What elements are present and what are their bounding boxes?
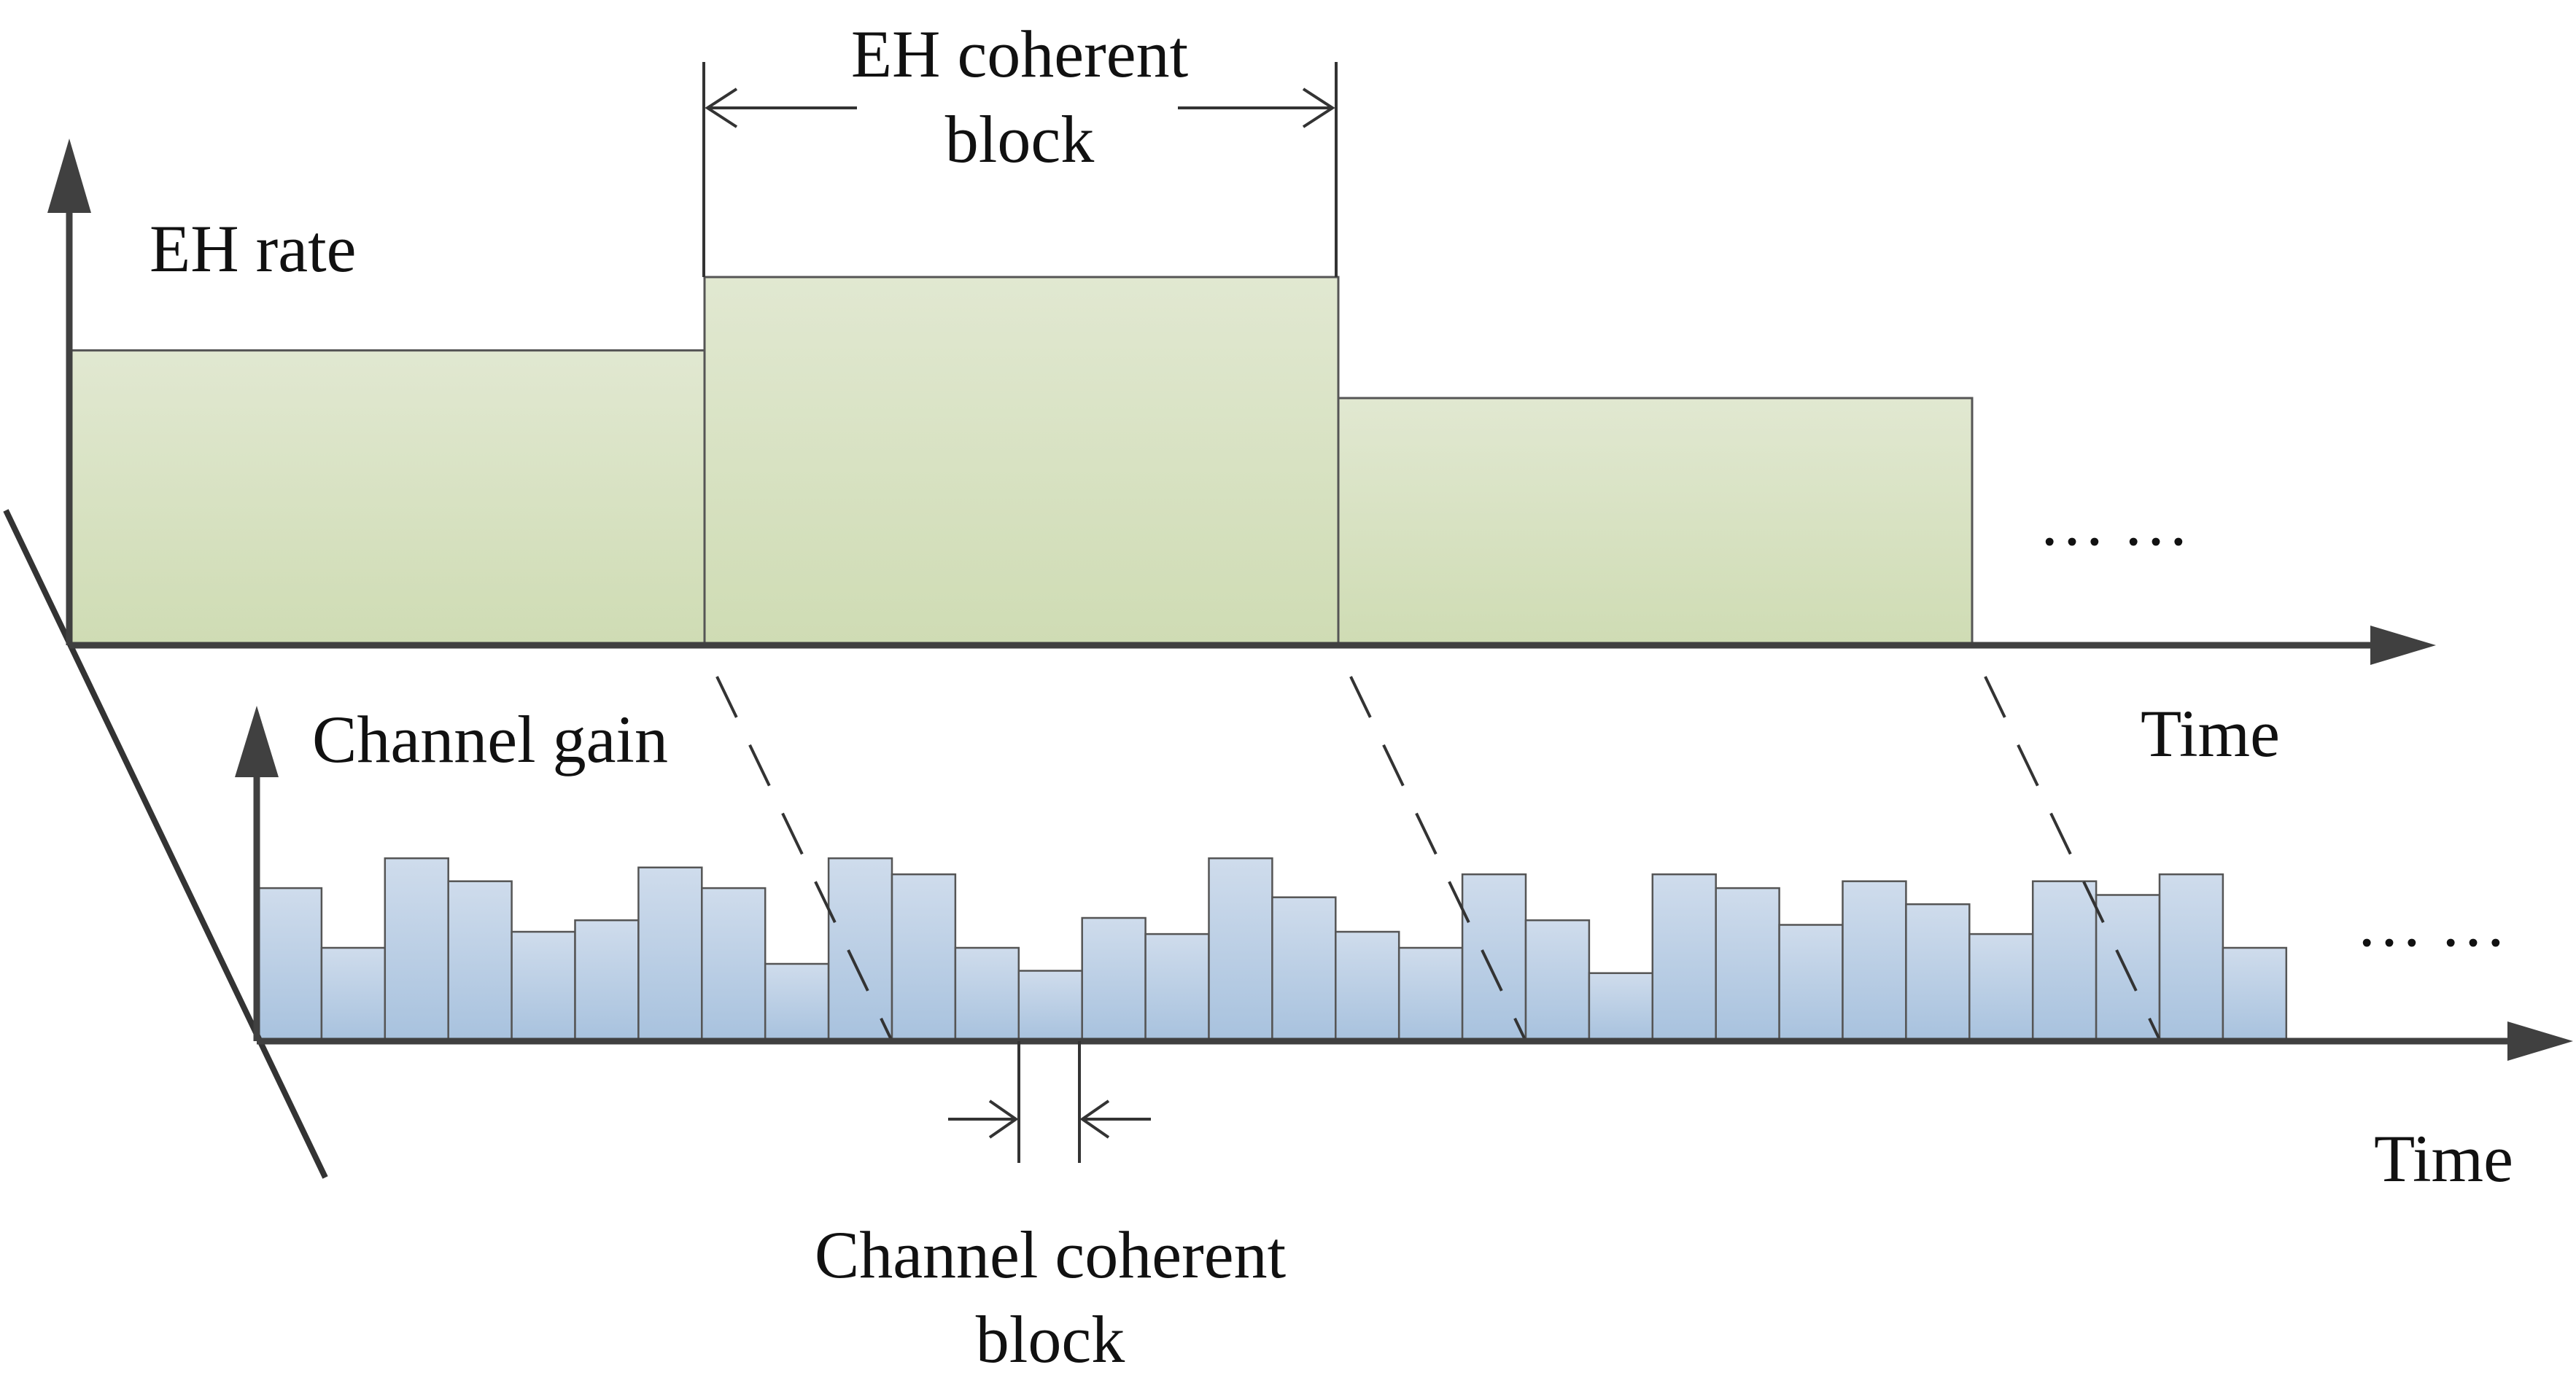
channel-gain-bar [2158, 873, 2224, 1041]
eh-marker-right-arrowhead [1302, 87, 1335, 128]
channel-gain-bar [1524, 919, 1591, 1041]
channel-gain-bar [764, 962, 830, 1041]
mapping-line-2 [1349, 676, 1527, 1042]
channel-gain-bar [1651, 873, 1717, 1041]
channel-gain-bar [1144, 933, 1210, 1041]
mapping-line-1 [715, 676, 893, 1042]
channel-gain-bar [1778, 924, 1844, 1041]
channel-gain-label: Channel gain [312, 702, 668, 776]
channel-gain-bar [891, 873, 957, 1041]
eh-time-arrowhead [2370, 626, 2436, 665]
depth-axis-line [3, 509, 328, 1179]
time-label-top: Time [2141, 696, 2280, 771]
mapping-line-3 [1984, 676, 2162, 1042]
eh-rate-label: EH rate [150, 211, 357, 286]
channel-gain-bar [1017, 970, 1083, 1041]
channel-gain-y-arrowhead [235, 706, 279, 777]
channel-gain-bar [1588, 972, 1654, 1041]
channel-gain-bar [1461, 873, 1527, 1041]
channel-gain-bar [257, 887, 323, 1041]
time-label-bottom: Time [2374, 1121, 2513, 1196]
channel-gain-bar [320, 946, 387, 1041]
channel-gain-bar [1335, 930, 1400, 1041]
channel-gain-axes [235, 706, 2573, 1061]
channel-coherent-block-label-line2: block [976, 1302, 1125, 1377]
channel-coherent-block-label-line1: Channel coherent [815, 1218, 1287, 1292]
channel-gain-bar [637, 866, 703, 1041]
ellipsis-top: … … [2038, 485, 2189, 559]
channel-gain-bar [384, 857, 449, 1041]
eh-rate-block [69, 349, 706, 645]
eh-marker-left-arrowhead [705, 87, 738, 128]
ellipsis-bottom: … … [2356, 886, 2507, 960]
channel-gain-bar [1842, 880, 1907, 1041]
eh-rate-block [1337, 397, 1974, 645]
channel-time-arrowhead [2507, 1021, 2573, 1061]
eh-coherent-block-label-line1: EH coherent [851, 17, 1189, 91]
block-boundary-mapping-lines [715, 676, 2162, 1042]
channel-gain-bar [1715, 887, 1780, 1041]
channel-gain-bar [2031, 880, 2098, 1041]
channel-gain-bar [1208, 857, 1273, 1041]
channel-gain-bar [954, 946, 1020, 1041]
channel-gain-bar [1397, 946, 1464, 1041]
channel-gain-bar [701, 887, 767, 1041]
channel-marker-right-arrowhead [1079, 1099, 1110, 1139]
eh-rate-blocks [69, 276, 1974, 645]
eh-rate-block [703, 276, 1340, 645]
channel-gain-bar [1968, 933, 2034, 1041]
channel-gain-bar [827, 857, 893, 1041]
channel-gain-bar [1905, 903, 1971, 1041]
channel-gain-bars [257, 857, 2288, 1041]
channel-gain-bar [511, 930, 576, 1041]
channel-gain-bar [2222, 946, 2288, 1041]
channel-gain-bar [1081, 916, 1147, 1041]
channel-gain-bar [447, 880, 513, 1041]
channel-gain-bar [2095, 894, 2161, 1041]
eh-coherent-block-label-line2: block [945, 102, 1094, 176]
channel-coherent-block-marker [948, 1041, 1151, 1163]
channel-gain-bar [1271, 896, 1337, 1041]
channel-marker-left-arrowhead [988, 1099, 1019, 1139]
channel-gain-bar [574, 919, 640, 1041]
eh-rate-y-arrowhead [47, 139, 91, 213]
eh-coherent-block-marker [702, 62, 1338, 277]
eh-rate-axes [47, 139, 2436, 665]
